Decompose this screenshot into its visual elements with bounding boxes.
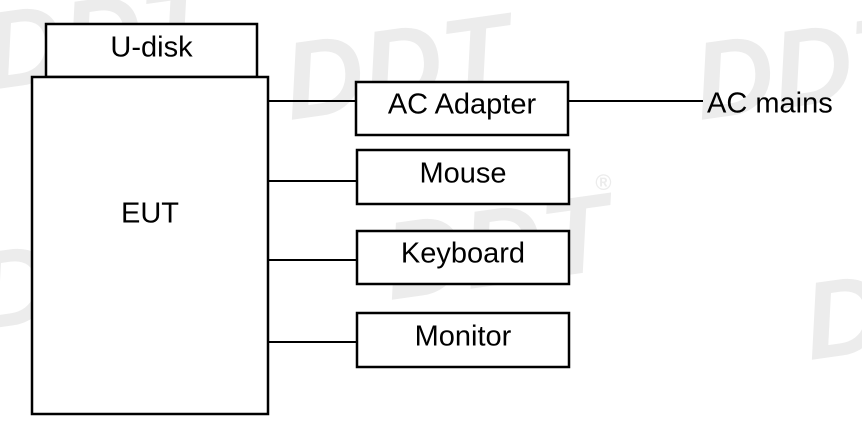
node-eut-box xyxy=(30,75,270,416)
node-ac-adapter: AC Adapter xyxy=(354,80,570,137)
connections xyxy=(268,100,703,343)
node-mouse: Mouse xyxy=(355,148,571,206)
watermark-registered: ® xyxy=(595,170,612,195)
node-monitor-box xyxy=(355,311,571,369)
node-monitor: Monitor xyxy=(355,311,571,369)
node-keyboard: Keyboard xyxy=(355,229,571,286)
node-monitor-label: Monitor xyxy=(415,321,512,353)
watermark-text: DDT xyxy=(796,229,862,383)
node-ac-adapter-box xyxy=(354,80,570,137)
watermark-text: DDT xyxy=(686,0,862,144)
node-mouse-label: Mouse xyxy=(419,158,506,190)
node-ac-adapter-label: AC Adapter xyxy=(388,89,537,121)
node-keyboard-label: Keyboard xyxy=(401,238,525,270)
node-udisk-label: U-disk xyxy=(110,32,193,64)
node-eut: EUT xyxy=(30,75,270,416)
node-eut-label: EUT xyxy=(121,198,179,230)
node-udisk: U-disk xyxy=(44,22,259,79)
node-ac-mains-label: AC mains xyxy=(707,88,833,120)
node-mouse-box xyxy=(355,148,571,206)
node-keyboard-box xyxy=(355,229,571,286)
